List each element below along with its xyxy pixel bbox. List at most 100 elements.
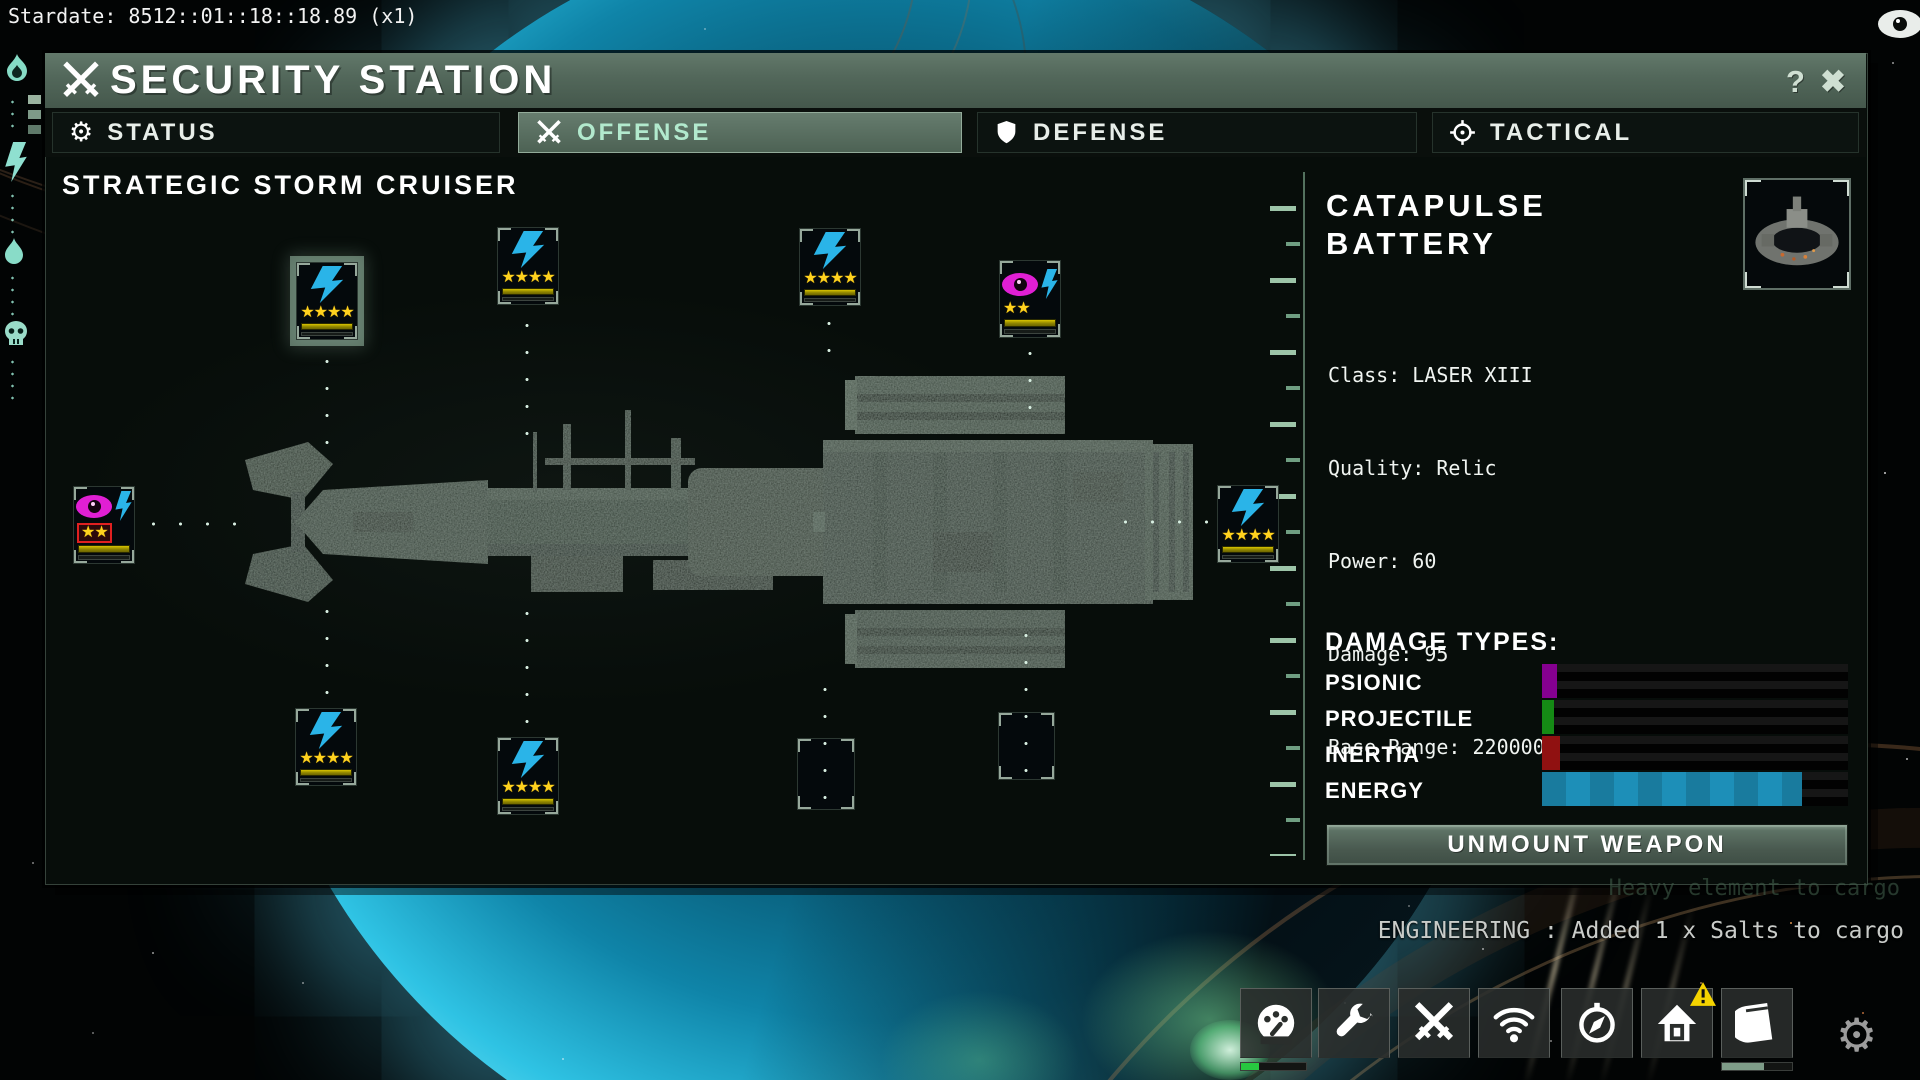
weapon-slot-bottom-2[interactable]: ★★★★ xyxy=(497,737,559,815)
log-message-previous: Heavy element to cargo xyxy=(1608,876,1900,901)
slot-underbar xyxy=(300,777,352,782)
signal-meter-segment xyxy=(28,95,41,104)
compass-icon xyxy=(1579,1002,1615,1043)
journal-icon xyxy=(1735,1003,1773,1043)
lightning-bolt-icon xyxy=(115,491,132,521)
hardpoint-connector xyxy=(325,598,329,702)
ship-image xyxy=(245,376,1193,668)
damage-types-heading: DAMAGE TYPES: xyxy=(1325,628,1560,656)
security-button[interactable] xyxy=(1398,988,1470,1058)
settings-gear-icon[interactable]: ⚙ xyxy=(1836,1008,1878,1062)
weapon-name-line1: CATAPULSE xyxy=(1326,188,1547,223)
tab-status[interactable]: ⚙ STATUS xyxy=(52,112,500,153)
star-rating: ★★★★ xyxy=(1221,527,1275,545)
weapon-slot-left[interactable]: ★★ xyxy=(73,486,135,564)
charge-bar xyxy=(300,769,352,776)
star-rating: ★★★★ xyxy=(299,750,353,768)
crossed-swords-icon xyxy=(63,61,99,97)
crossed-swords-icon xyxy=(537,119,561,144)
star-rating: ★★★★ xyxy=(300,304,354,322)
hardpoint-connector xyxy=(823,676,827,802)
stardate-readout: Stardate: 8512::01::18::18.89 (x1) xyxy=(8,4,418,28)
station-image xyxy=(1755,196,1839,266)
engineering-button[interactable] xyxy=(1318,988,1390,1058)
weapon-slot-top-4[interactable]: ★★ xyxy=(999,260,1061,338)
stat-power: Power: 60 xyxy=(1328,549,1437,573)
panel-ruler-ticks xyxy=(1270,206,1303,856)
star-rating: ★★ xyxy=(77,523,112,543)
gauge-progress-fill xyxy=(1241,1063,1260,1070)
weapon-slot-right[interactable]: ★★★★ xyxy=(1217,485,1279,563)
status-gauge-button[interactable] xyxy=(1240,988,1312,1058)
star-rating: ★★★★ xyxy=(803,270,857,288)
panel-ruler xyxy=(1303,172,1305,860)
star-rating: ★★★★ xyxy=(501,269,555,287)
damage-bar-track xyxy=(1542,772,1848,806)
tab-defense[interactable]: DEFENSE xyxy=(977,112,1417,153)
comms-button[interactable] xyxy=(1478,988,1550,1058)
lightning-bolt-icon xyxy=(1041,269,1058,299)
weapon-slot-top-2[interactable]: ★★★★ xyxy=(497,227,559,305)
wrench-icon xyxy=(1336,1003,1373,1037)
hardpoint-connector xyxy=(140,522,244,526)
charge-bar xyxy=(502,288,554,295)
charge-bar xyxy=(78,545,130,553)
navigation-button[interactable] xyxy=(1561,988,1633,1058)
crosshair-icon xyxy=(1450,120,1475,145)
sidebar-dots xyxy=(11,272,14,316)
tab-tactical[interactable]: TACTICAL xyxy=(1432,112,1859,153)
lightning-bolt-icon xyxy=(813,232,847,270)
journal-progress-track xyxy=(1721,1062,1793,1071)
hardpoint-connector xyxy=(525,600,529,732)
stars xyxy=(0,0,2,2)
slot-underbar xyxy=(1004,329,1056,334)
visibility-eye-icon[interactable] xyxy=(1878,10,1920,38)
shield-icon xyxy=(997,121,1016,144)
home-button[interactable] xyxy=(1641,982,1716,1058)
signal-meter-segment xyxy=(28,125,41,134)
psionic-eye-icon xyxy=(1001,272,1038,296)
lightning-bolt-icon xyxy=(511,231,545,269)
hardpoint-connector xyxy=(1112,520,1216,524)
damage-row-projectile: PROJECTILE xyxy=(1325,700,1850,735)
unmount-weapon-button[interactable]: UNMOUNT WEAPON xyxy=(1326,824,1848,866)
skull-icon xyxy=(5,321,27,345)
damage-row-inertia: INERTIA xyxy=(1325,736,1850,771)
close-button[interactable]: ✖ xyxy=(1820,64,1846,99)
charge-bar xyxy=(804,289,856,296)
charge-bar xyxy=(502,798,554,805)
stat-class: Class: LASER XIII xyxy=(1328,363,1533,387)
slot-underbar xyxy=(804,297,856,302)
weapon-slot-top-3[interactable]: ★★★★ xyxy=(799,228,861,306)
lightning-bolt-icon xyxy=(310,266,344,304)
slot-underbar xyxy=(301,331,353,336)
log-message: ENGINEERING : Added 1 x Salts to cargo xyxy=(1377,918,1904,944)
station-thumbnail xyxy=(1743,178,1851,290)
stat-base-range: Base Range: 220000 xyxy=(1328,735,1545,759)
damage-bar-track xyxy=(1542,700,1848,734)
weapon-slot-top-1[interactable]: ★★★★ xyxy=(296,262,358,340)
damage-bar-track xyxy=(1542,736,1848,770)
slot-underbar xyxy=(78,555,130,560)
ship-name: STRATEGIC STORM CRUISER xyxy=(62,170,519,200)
gauge-icon xyxy=(1257,1004,1295,1045)
journal-button[interactable] xyxy=(1721,988,1793,1058)
star-rating: ★★ xyxy=(1003,300,1031,317)
damage-bar-track xyxy=(1542,664,1848,698)
hardpoint-connector xyxy=(827,310,831,374)
psionic-eye-icon xyxy=(75,494,112,518)
sidebar-dots xyxy=(11,190,14,234)
damage-bar-fill xyxy=(1542,664,1558,698)
damage-bar-fill xyxy=(1542,700,1555,734)
sidebar-dots xyxy=(11,96,14,136)
slot-underbar xyxy=(1222,554,1274,559)
damage-row-energy: ENERGY xyxy=(1325,772,1850,807)
lightning-bolt-icon xyxy=(1231,489,1265,527)
window-title: SECURITY STATION xyxy=(110,58,557,102)
slot-underbar xyxy=(502,806,554,811)
weapon-slot-bottom-1[interactable]: ★★★★ xyxy=(295,708,357,786)
help-button[interactable]: ? xyxy=(1786,64,1805,99)
tab-offense[interactable]: OFFENSE xyxy=(518,112,962,153)
lightning-bolt-icon xyxy=(511,741,545,779)
